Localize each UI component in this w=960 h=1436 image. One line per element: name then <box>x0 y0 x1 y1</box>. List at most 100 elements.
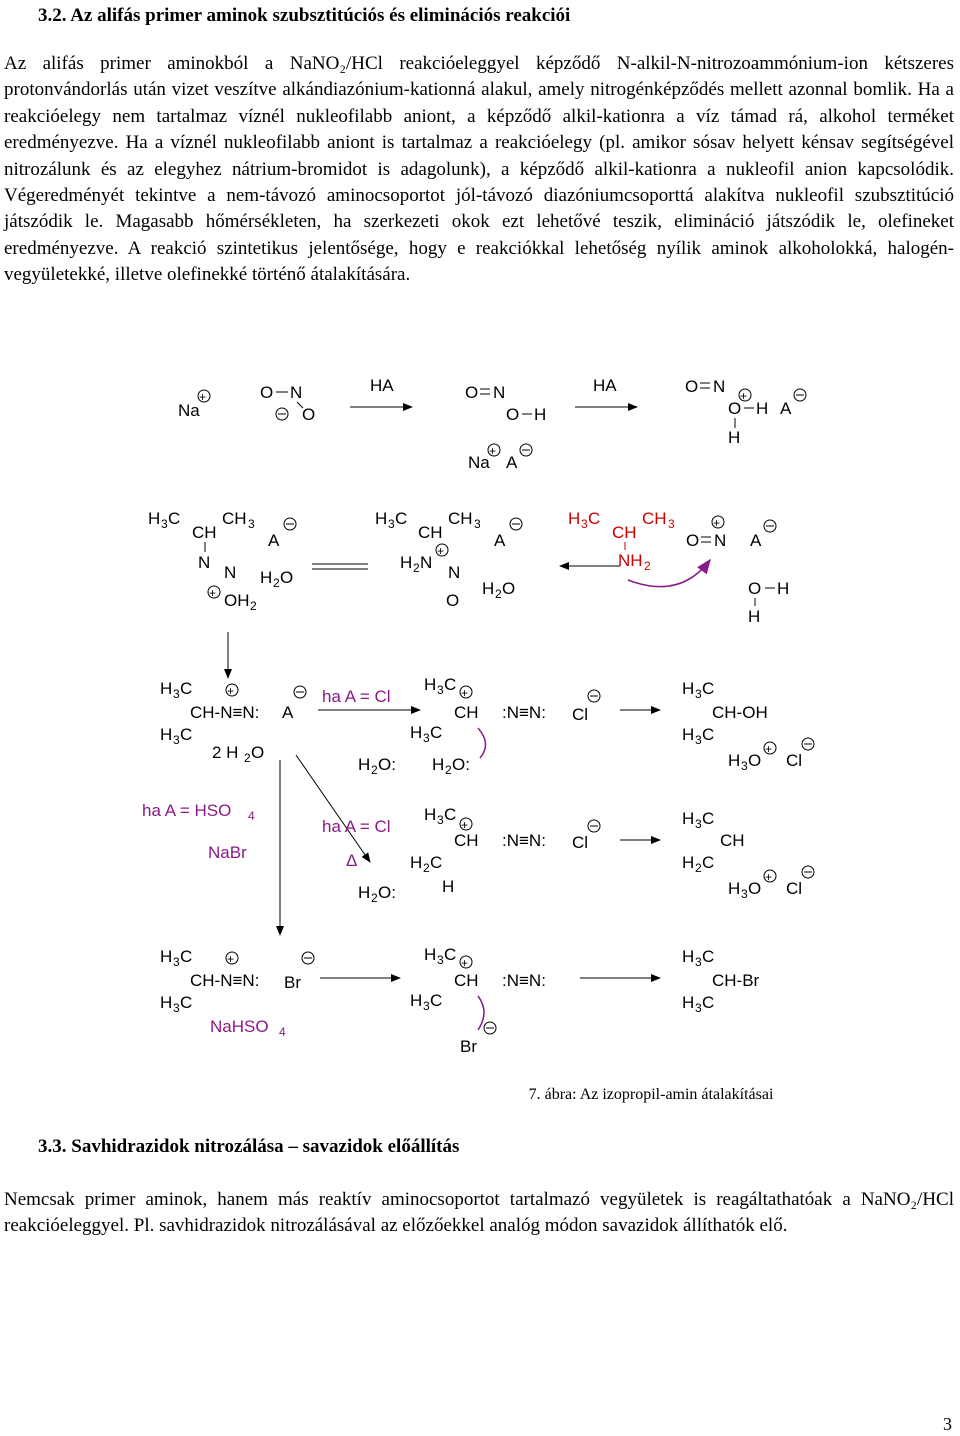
reagent-nabr: NaBr <box>208 843 247 862</box>
svg-text:3: 3 <box>423 999 430 1013</box>
svg-text:H: H <box>777 579 789 598</box>
svg-text:3: 3 <box>581 517 588 531</box>
page-number: 3 <box>943 1414 952 1434</box>
svg-text:C: C <box>702 809 714 828</box>
svg-text:C: C <box>702 853 714 872</box>
svg-text:N: N <box>448 563 460 582</box>
svg-text:H: H <box>410 991 422 1010</box>
svg-text:C: C <box>180 679 192 698</box>
svg-text:3: 3 <box>423 731 430 745</box>
svg-text:H: H <box>728 751 740 770</box>
svg-text:+: + <box>461 956 468 970</box>
svg-text:2: 2 <box>244 751 251 765</box>
svg-text:C: C <box>180 993 192 1012</box>
svg-text:3: 3 <box>437 813 444 827</box>
svg-text:4: 4 <box>279 1025 286 1039</box>
svg-text:3: 3 <box>173 733 180 747</box>
svg-text:CH: CH <box>454 703 479 722</box>
svg-text:C: C <box>168 509 180 528</box>
svg-text:3: 3 <box>741 887 748 901</box>
body-paragraph-2: Nemcsak primer aminok, hanem más reaktív… <box>4 1189 954 1237</box>
svg-text:OH: OH <box>224 591 250 610</box>
svg-text:CH-N≡N:: CH-N≡N: <box>190 971 259 990</box>
svg-text:CH-OH: CH-OH <box>712 703 768 722</box>
svg-text:A: A <box>282 703 294 722</box>
svg-text:C: C <box>180 947 192 966</box>
svg-text:O: O <box>748 751 761 770</box>
svg-text:H: H <box>682 809 694 828</box>
svg-text:O:: O: <box>378 883 396 902</box>
svg-text:2: 2 <box>371 763 378 777</box>
svg-text:N: N <box>713 377 725 396</box>
svg-text:2: 2 <box>495 587 502 601</box>
svg-text:CH: CH <box>454 971 479 990</box>
svg-text:3: 3 <box>173 687 180 701</box>
svg-text:+: + <box>740 389 747 403</box>
svg-text:3: 3 <box>437 683 444 697</box>
svg-text:+: + <box>199 390 206 404</box>
svg-text:+: + <box>209 586 216 600</box>
svg-text:2: 2 <box>423 861 430 875</box>
svg-text:2: 2 <box>445 763 452 777</box>
row1-sodium-nitrite: Na + O N O <box>178 383 315 424</box>
svg-text:+: + <box>713 516 720 530</box>
heat-delta: Δ <box>346 851 357 870</box>
svg-text:H: H <box>682 947 694 966</box>
svg-text:O: O <box>506 405 519 424</box>
svg-text:H: H <box>682 853 694 872</box>
svg-text:H: H <box>375 509 387 528</box>
ha-reagent-2: HA <box>593 376 617 395</box>
svg-text:2: 2 <box>644 559 651 573</box>
svg-text::N≡N:: :N≡N: <box>502 703 546 722</box>
svg-text:+: + <box>765 870 772 884</box>
svg-text:H: H <box>432 755 444 774</box>
svg-text:3: 3 <box>248 517 255 531</box>
svg-text:H: H <box>682 725 694 744</box>
svg-text:H: H <box>424 945 436 964</box>
svg-text:O:: O: <box>378 755 396 774</box>
svg-text:3: 3 <box>695 1001 702 1015</box>
svg-text:H: H <box>358 883 370 902</box>
svg-text:H: H <box>160 993 172 1012</box>
svg-text:N: N <box>198 553 210 572</box>
reagent-nahso4: NaHSO <box>210 1017 269 1036</box>
svg-text:C: C <box>444 675 456 694</box>
svg-text:H: H <box>728 428 740 447</box>
svg-text:O: O <box>728 399 741 418</box>
svg-text:2: 2 <box>413 561 420 575</box>
svg-text:CH: CH <box>222 509 247 528</box>
svg-text:3: 3 <box>474 517 481 531</box>
svg-text:C: C <box>702 725 714 744</box>
svg-text:3: 3 <box>695 733 702 747</box>
row1-protonated-nitrous-acid: O N + O H A H <box>685 377 807 447</box>
svg-text:O: O <box>685 377 698 396</box>
svg-text:3: 3 <box>173 1001 180 1015</box>
svg-text:Cl: Cl <box>572 705 588 724</box>
svg-text:C: C <box>702 947 714 966</box>
svg-text:C: C <box>180 725 192 744</box>
svg-text:H: H <box>682 993 694 1012</box>
svg-text:H: H <box>728 879 740 898</box>
svg-text::N≡N:: :N≡N: <box>502 831 546 850</box>
ha-reagent-1: HA <box>370 376 394 395</box>
svg-text:O: O <box>502 579 515 598</box>
svg-text:C: C <box>702 993 714 1012</box>
svg-text:+: + <box>227 952 234 966</box>
svg-text:Cl: Cl <box>572 833 588 852</box>
svg-text:3: 3 <box>741 759 748 773</box>
svg-text:C: C <box>444 805 456 824</box>
svg-text:CH-Br: CH-Br <box>712 971 760 990</box>
svg-text:O: O <box>302 405 315 424</box>
svg-text:C: C <box>588 509 600 528</box>
svg-text:2 H: 2 H <box>212 743 238 762</box>
svg-text:N: N <box>420 553 432 572</box>
